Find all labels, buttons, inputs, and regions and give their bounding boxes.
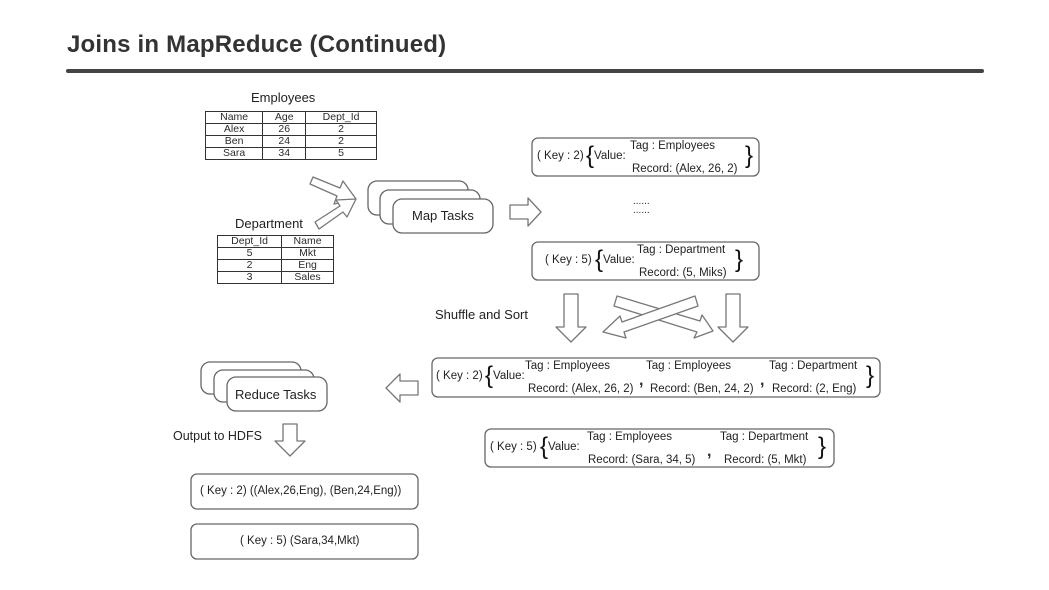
reduce-input-2-open-brace: { <box>540 433 549 460</box>
map-output-2-tag: Tag : Department <box>637 244 726 256</box>
table-cell: Mkt <box>281 247 334 260</box>
reduce-input-1-record-3: Record: (2, Eng) <box>772 383 857 395</box>
map-output-1-key: ( Key : 2) <box>537 150 584 162</box>
output-hdfs-label: Output to HDFS <box>173 429 262 443</box>
reduce-input-1-close-brace: } <box>866 362 875 389</box>
reduce-tasks-label: Reduce Tasks <box>235 387 317 402</box>
table-header-cell: Dept_Id <box>305 111 377 124</box>
table-cell: 5 <box>216 247 283 260</box>
reduce-input-2-record-2: Record: (5, Mkt) <box>724 454 807 466</box>
map-output-1-tag: Tag : Employees <box>630 140 716 152</box>
map-output-box-1 <box>531 137 760 177</box>
reduce-input-2-value-label: Value: <box>548 441 580 453</box>
map-output-2-value-label: Value: <box>603 254 635 266</box>
reduce-input-2-close-brace: } <box>818 433 827 460</box>
output-box-2 <box>190 523 419 560</box>
table-header-cell: Name <box>204 111 264 124</box>
table-cell: Sara <box>204 147 264 160</box>
map-tasks-box-front <box>392 198 494 234</box>
reduce-input-2-tag-2: Tag : Department <box>720 431 809 443</box>
table-cell: 24 <box>262 135 307 148</box>
table-cell: 34 <box>262 147 307 160</box>
arrow-shuffle-down-left <box>555 293 587 343</box>
table-header-row: Dept_Id Name <box>216 235 334 248</box>
table-cell: Sales <box>281 271 334 284</box>
table-row: 2 Eng <box>216 259 334 272</box>
map-output-2-close-brace: } <box>735 246 744 273</box>
reduce-input-1-tag-1: Tag : Employees <box>525 360 611 372</box>
table-cell: 2 <box>305 123 377 136</box>
shuffle-sort-label: Shuffle and Sort <box>435 307 528 322</box>
reduce-input-box-1 <box>431 357 881 398</box>
map-output-1-value-label: Value: <box>594 150 626 162</box>
reduce-input-2-record-1: Record: (Sara, 34, 5) <box>588 454 696 466</box>
reduce-input-1-key: ( Key : 2) <box>436 370 483 382</box>
table-header-cell: Age <box>262 111 307 124</box>
title-underline <box>66 69 984 73</box>
table-row: Sara 34 5 <box>204 147 377 160</box>
arrow-map-to-output <box>509 197 542 227</box>
reduce-input-2-tag-1: Tag : Employees <box>587 431 673 443</box>
map-output-2-open-brace: { <box>595 246 604 273</box>
table-row: Alex 26 2 <box>204 123 377 136</box>
reduce-input-1-comma-1: , <box>639 372 644 389</box>
table-header-row: Name Age Dept_Id <box>204 111 377 124</box>
table-row: 3 Sales <box>216 271 334 284</box>
arrow-to-reduce-tasks <box>385 373 419 403</box>
reduce-input-1-comma-2: , <box>760 372 765 389</box>
map-output-1-record: Record: (Alex, 26, 2) <box>632 163 738 175</box>
reduce-input-2-comma: , <box>707 443 712 460</box>
reduce-input-1-tag-2: Tag : Employees <box>646 360 732 372</box>
map-tasks-label: Map Tasks <box>412 208 474 223</box>
slide-title: Joins in MapReduce (Continued) <box>67 31 447 58</box>
table-row: Ben 24 2 <box>204 135 377 148</box>
table-cell: 2 <box>216 259 283 272</box>
ellipsis-top: ...... <box>633 196 650 207</box>
reduce-input-1-value-label: Value: <box>493 370 525 382</box>
department-table: Dept_Id Name 5 Mkt 2 Eng 3 Sales <box>216 235 334 284</box>
arrow-department-to-map <box>314 198 357 230</box>
map-output-2-key: ( Key : 5) <box>545 254 592 266</box>
map-output-1-close-brace: } <box>745 142 754 169</box>
map-output-1-open-brace: { <box>586 142 595 169</box>
table-row: 5 Mkt <box>216 247 334 260</box>
arrow-shuffle-down-right <box>717 293 749 343</box>
map-output-2-record: Record: (5, Miks) <box>639 267 727 279</box>
output-1-text: ( Key : 2) ((Alex,26,Eng), (Ben,24,Eng)) <box>200 485 402 497</box>
reduce-input-1-record-1: Record: (Alex, 26, 2) <box>528 383 634 395</box>
output-2-text: ( Key : 5) (Sara,34,Mkt) <box>240 535 360 547</box>
table-header-cell: Name <box>281 235 334 248</box>
table-cell: 2 <box>305 135 377 148</box>
reduce-input-2-key: ( Key : 5) <box>490 441 537 453</box>
reduce-input-1-tag-3: Tag : Department <box>769 360 858 372</box>
table-cell: 3 <box>216 271 283 284</box>
reduce-tasks-box-front <box>226 376 328 412</box>
output-box-1 <box>190 473 419 510</box>
table-cell: Eng <box>281 259 334 272</box>
table-cell: 26 <box>262 123 307 136</box>
table-cell: Ben <box>204 135 264 148</box>
reduce-input-1-open-brace: { <box>485 362 494 389</box>
reduce-input-box-2 <box>484 428 835 468</box>
reduce-input-1-record-2: Record: (Ben, 24, 2) <box>650 383 754 395</box>
employees-table: Name Age Dept_Id Alex 26 2 Ben 24 2 Sara… <box>204 111 377 160</box>
department-caption: Department <box>235 216 303 231</box>
arrow-cross-to-left <box>602 295 699 339</box>
map-output-box-2 <box>531 241 760 281</box>
table-header-cell: Dept_Id <box>216 235 283 248</box>
employees-caption: Employees <box>251 90 316 105</box>
ellipsis-bottom: ...... <box>633 205 650 216</box>
table-cell: 5 <box>305 147 377 160</box>
arrow-output-down <box>274 423 306 457</box>
table-cell: Alex <box>204 123 264 136</box>
